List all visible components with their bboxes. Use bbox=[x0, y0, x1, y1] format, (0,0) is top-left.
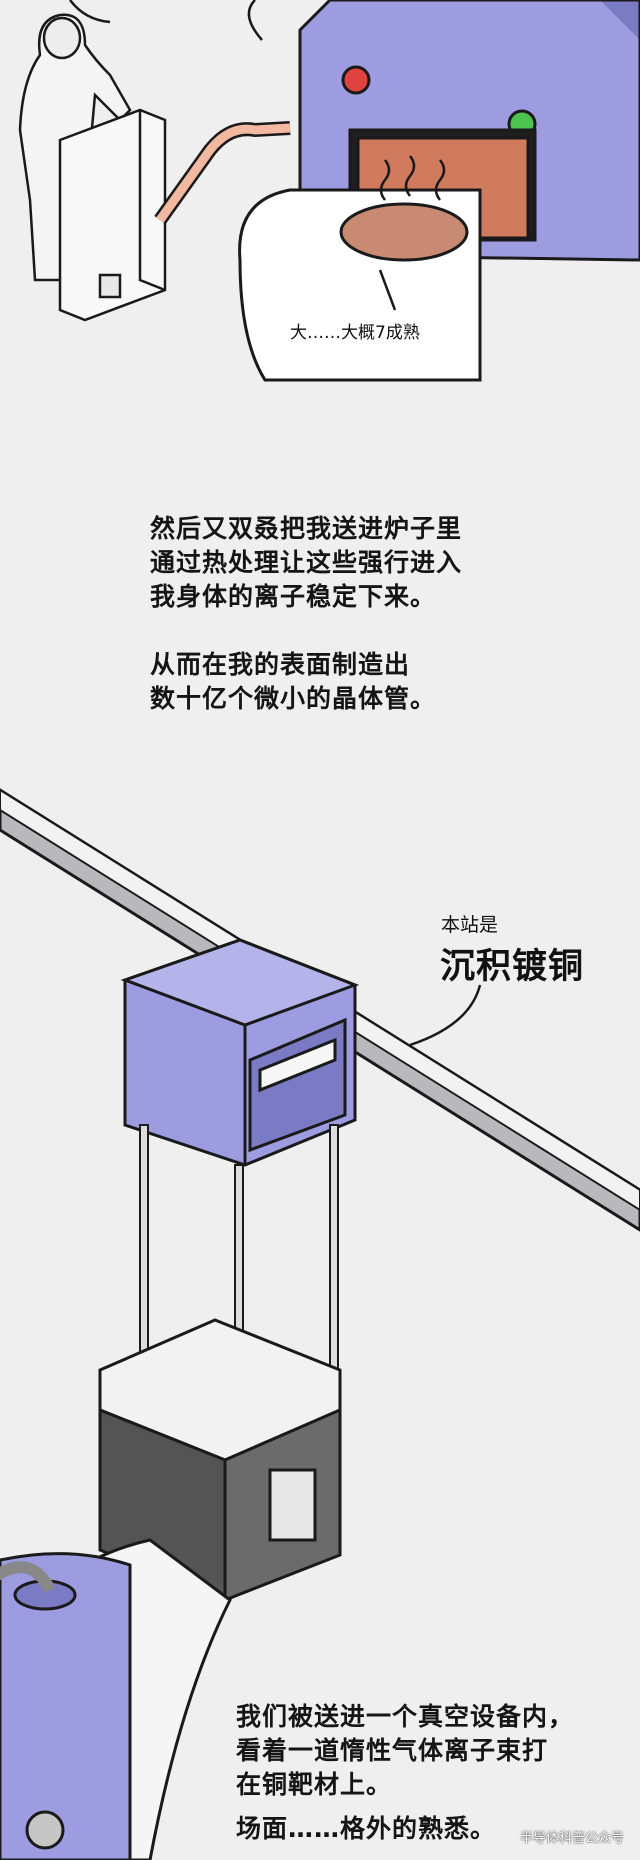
deposition-machine bbox=[120, 938, 360, 1167]
caption-familiar: 场面……格外的熟悉。 bbox=[236, 1812, 496, 1846]
caption1-line-4: 从而在我的表面制造出 bbox=[150, 650, 411, 679]
wafer bbox=[339, 202, 469, 262]
caption2-line-4: 场面……格外的熟悉。 bbox=[236, 1814, 497, 1843]
caption-vacuum: 我们被送进一个真空设备内， 看着一道惰性气体离子束打 在铜靶材上。 bbox=[236, 1700, 574, 1836]
tank bbox=[0, 1552, 132, 1860]
panel1-bubble-text: 大……大概7成熟 bbox=[290, 323, 420, 343]
caption2-line-3: 在铜靶材上。 bbox=[236, 1770, 393, 1799]
worker-illustration bbox=[18, 0, 263, 322]
caption2-line-2: 看着一道惰性气体离子束打 bbox=[236, 1736, 549, 1765]
caption1-line-2: 通过热处理让这些强行进入 bbox=[150, 548, 463, 577]
station-label-large: 沉积镀铜 bbox=[440, 947, 585, 987]
caption-heat-treatment: 然后又双叒把我送进炉子里 通过热处理让这些强行进入 我身体的离子稳定下来。 从而… bbox=[150, 512, 462, 716]
station-label-small: 本站是 bbox=[441, 914, 499, 936]
caption1-line-3: 我身体的离子稳定下来。 bbox=[150, 582, 437, 611]
watermark: 半导体科普公众号 bbox=[519, 1831, 624, 1846]
caption1-line-5: 数十亿个微小的晶体管。 bbox=[150, 684, 437, 713]
caption2-line-1: 我们被送进一个真空设备内， bbox=[236, 1702, 575, 1731]
caption1-line-1: 然后又双叒把我送进炉子里 bbox=[150, 514, 463, 543]
